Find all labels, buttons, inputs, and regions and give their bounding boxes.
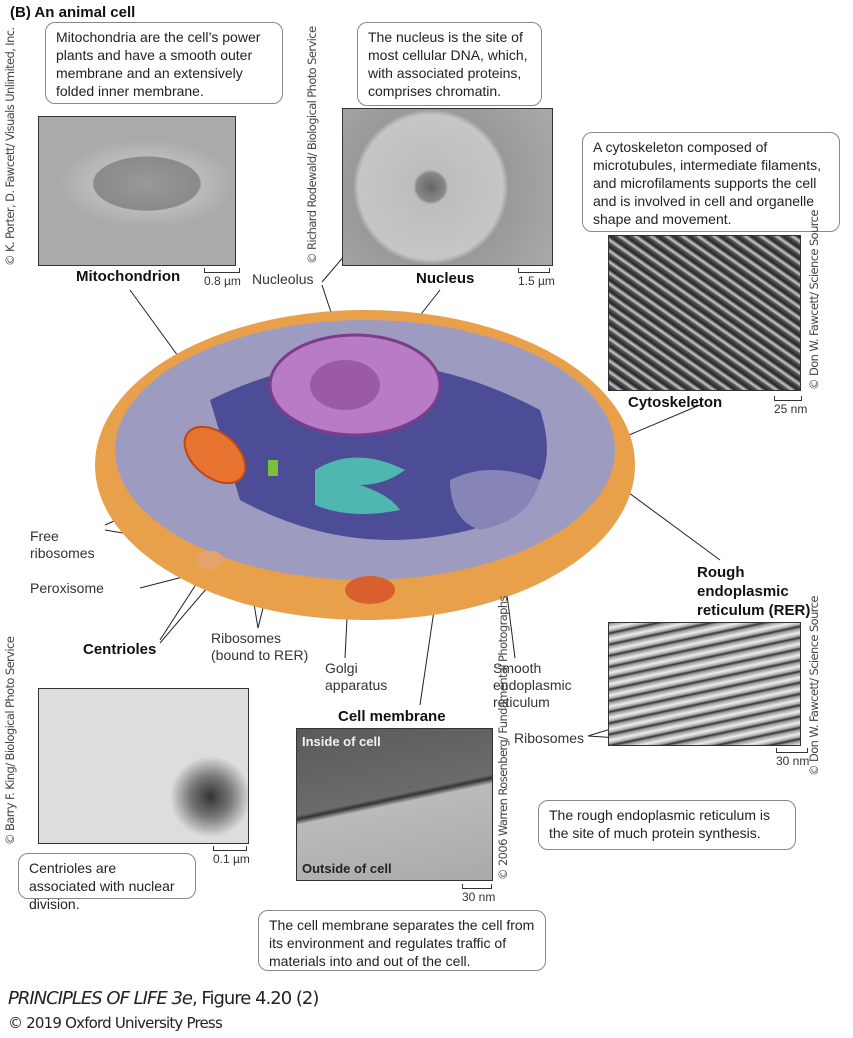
smooth-er-shape <box>450 470 540 530</box>
credit-centrioles: © Barry F. King/ Biological Photo Servic… <box>3 636 17 845</box>
scale-nucleus-text: 1.5 µm <box>518 274 555 288</box>
scale-centrioles-text: 0.1 µm <box>213 852 250 866</box>
label-cytoskeleton: Cytoskeleton <box>628 394 723 411</box>
label-ribosomes-bound: Ribosomes (bound to RER) <box>211 630 309 663</box>
rer-callout: The rough endoplasmic reticulum is the s… <box>538 800 796 850</box>
label-golgi: Golgi apparatus <box>325 660 388 693</box>
credit-membrane: © 2006 Warren Rosenberg/ Fundamental Pho… <box>496 596 510 880</box>
centriole-shape <box>268 460 278 476</box>
mitochondria-callout: Mitochondria are the cell’s power plants… <box>45 22 283 104</box>
mitochondrion-micrograph <box>38 116 236 266</box>
mitochondrion-shape <box>183 425 247 485</box>
organelle-shape <box>345 576 395 604</box>
scale-membrane-text: 30 nm <box>462 890 496 904</box>
scale-centrioles: 0.1 µm <box>213 846 250 866</box>
footer-copyright: © 2019 Oxford University Press <box>8 1014 223 1032</box>
label-free-ribosomes: Free ribosomes <box>30 528 100 562</box>
label-centrioles: Centrioles <box>83 641 157 658</box>
footer-figure: PRINCIPLES OF LIFE 3e, Figure 4.20 (2) <box>8 988 319 1009</box>
label-nucleolus: Nucleolus <box>252 271 314 287</box>
peroxisome-shape <box>196 551 224 569</box>
footer-figure-number: , Figure 4.20 (2) <box>191 988 319 1009</box>
label-outside-cell: Outside of cell <box>302 861 392 876</box>
label-mitochondrion: Mitochondrion <box>76 268 181 285</box>
cytoskeleton-micrograph <box>608 235 801 391</box>
scale-cyto-text: 25 nm <box>774 402 808 416</box>
footer-book: PRINCIPLES OF LIFE 3e <box>8 988 193 1009</box>
scale-nucleus: 1.5 µm <box>518 268 555 288</box>
nucleolus-shape <box>310 360 380 410</box>
credit-nucleus: © Richard Rodewald/ Biological Photo Ser… <box>305 26 319 264</box>
scale-mito: 0.8 µm <box>204 268 241 288</box>
centrioles-callout: Centrioles are associated with nuclear d… <box>18 853 196 912</box>
label-peroxisome: Peroxisome <box>30 580 104 596</box>
nucleus-callout: The nucleus is the site of most cellular… <box>357 22 542 106</box>
scale-rer: 30 nm <box>776 748 809 768</box>
label-rough-er: Rough endoplasmic reticulum (RER) <box>697 564 811 619</box>
label-nucleus: Nucleus <box>416 270 475 287</box>
rer-micrograph <box>608 622 801 746</box>
label-ribosomes: Ribosomes <box>514 730 585 746</box>
centrioles-micrograph <box>38 688 249 844</box>
cell-membrane-micrograph: Inside of cell Outside of cell <box>296 728 493 881</box>
scale-membrane: 30 nm <box>462 884 495 904</box>
scale-cyto: 25 nm <box>774 396 807 416</box>
golgi-shape <box>315 457 405 514</box>
label-free-ribosomes-text: Free ribosomes <box>30 528 95 561</box>
label-cell-membrane: Cell membrane <box>338 708 446 725</box>
figure-title: (B) An animal cell <box>10 4 136 21</box>
scale-rer-text: 30 nm <box>776 754 810 768</box>
animal-cell-illustration <box>95 310 635 620</box>
label-smooth-er: Smooth endoplasmic reticulum <box>493 660 572 710</box>
scale-mito-text: 0.8 µm <box>204 274 241 288</box>
membrane-callout: The cell membrane separates the cell fro… <box>258 910 546 971</box>
cytoskeleton-callout: A cytoskeleton composed of microtubules,… <box>582 132 840 232</box>
nucleus-micrograph <box>342 108 553 266</box>
credit-rer: © Don W. Fawcett/ Science Source <box>807 596 821 776</box>
label-inside-cell: Inside of cell <box>302 734 381 749</box>
credit-mitochondrion: © K. Porter, D. Fawcett/ Visuals Unlimit… <box>3 27 17 266</box>
credit-cytoskeleton: © Don W. Fawcett/ Science Source <box>807 210 821 390</box>
